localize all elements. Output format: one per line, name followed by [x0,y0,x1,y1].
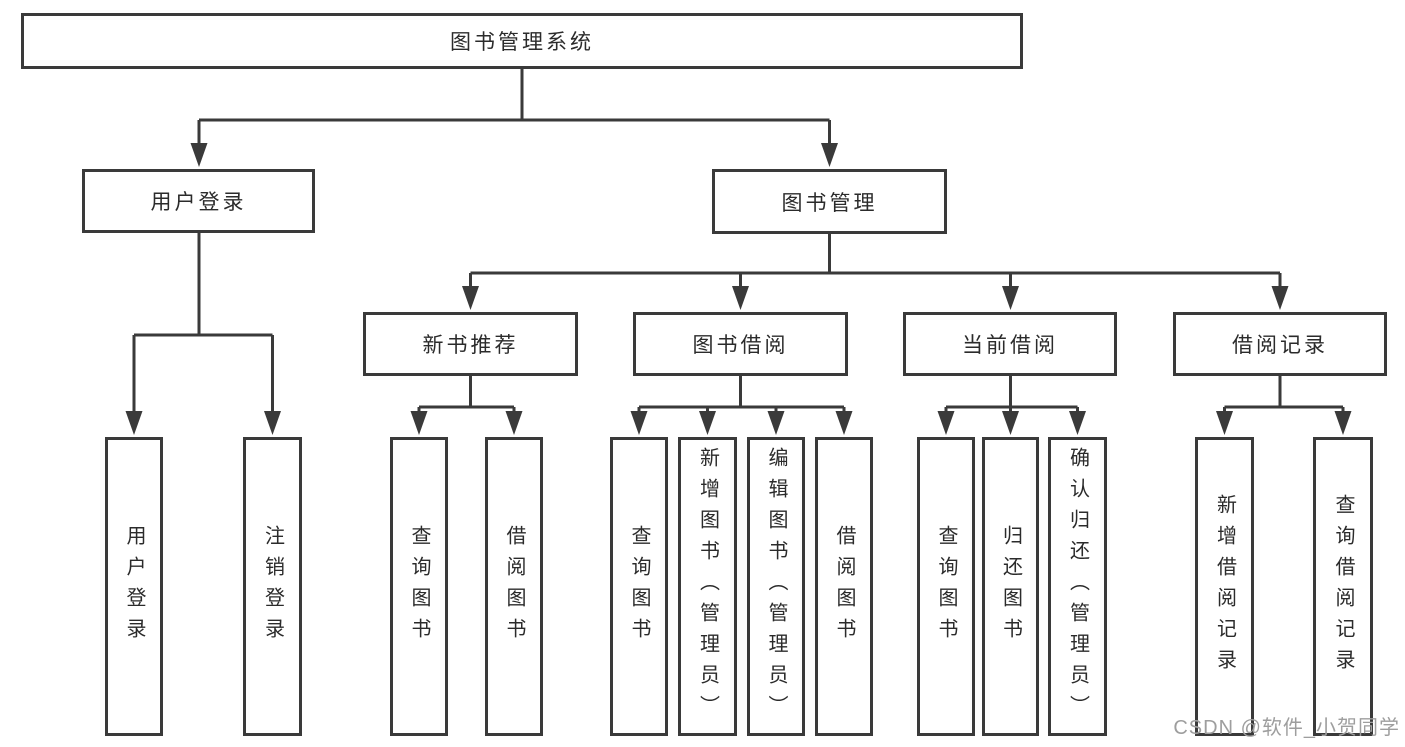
node-label: 新增借阅记录 [1213,493,1236,680]
arrow-down-icon [1216,411,1233,435]
node-borrowing-records: 借阅记录 [1173,312,1387,376]
leaf-borrow-books-borrowing: 借阅图书 [815,437,873,736]
arrow-down-icon [190,143,208,167]
node-label: 图书管理系统 [450,31,594,54]
leaf-borrow-books-recommend: 借阅图书 [485,437,543,736]
arrow-down-icon [462,286,479,310]
node-label: 用户登录 [150,191,247,214]
connector-current-to-leaves [944,376,1079,416]
node-label: 查询图书 [408,524,430,649]
arrow-down-icon [264,411,281,435]
connector-user-login-to-leaves [132,233,274,416]
arrow-down-icon [767,411,785,435]
node-label: 借阅图书 [503,524,525,649]
arrow-down-icon [1002,411,1019,435]
node-label: 查询图书 [628,524,650,649]
arrow-down-icon [125,411,143,435]
leaf-edit-books-admin: 编辑图书（管理员） [747,437,805,736]
node-label: 查询借阅记录 [1332,493,1354,680]
node-label: 借阅图书 [833,524,855,649]
arrow-down-icon [630,411,648,435]
arrow-down-icon [1002,286,1019,310]
leaf-return-books: 归还图书 [982,437,1039,736]
arrow-down-icon [1069,411,1086,435]
connector-borrowing-to-leaves [637,376,846,416]
node-book-borrowing: 图书借阅 [633,312,848,376]
leaf-query-books-current: 查询图书 [917,437,975,736]
node-label: 当前借阅 [962,334,1058,357]
arrow-down-icon [937,411,955,435]
node-system-root: 图书管理系统 [21,13,1023,69]
leaf-user-login: 用户登录 [105,437,163,736]
arrow-down-icon [1271,286,1289,310]
node-label: 图书管理 [781,191,878,215]
leaf-logout: 注销登录 [243,437,302,736]
arrow-down-icon [732,286,749,310]
arrow-down-icon [505,411,523,435]
node-label: 归还图书 [999,524,1022,649]
node-new-book-recommend: 新书推荐 [363,312,578,376]
node-label: 用户登录 [123,524,145,649]
leaf-confirm-return-admin: 确认归还（管理员） [1048,437,1107,736]
arrow-down-icon [699,411,716,435]
node-label: 注销登录 [261,524,284,649]
node-label: 新书推荐 [422,334,519,357]
arrow-down-icon [835,411,853,435]
leaf-query-books-borrowing: 查询图书 [610,437,668,736]
node-book-management: 图书管理 [712,169,947,234]
node-current-borrowing: 当前借阅 [903,312,1117,376]
node-label: 编辑图书（管理员） [765,447,787,726]
node-user-login: 用户登录 [82,169,315,233]
csdn-watermark: CSDN @软件_小贺同学 [1173,717,1400,739]
node-label: 图书借阅 [692,334,789,357]
connector-recommend-to-leaves [417,376,516,416]
leaf-query-books-recommend: 查询图书 [390,437,448,736]
arrow-down-icon [410,411,428,435]
leaf-add-borrow-record: 新增借阅记录 [1195,437,1254,736]
node-label: 借阅记录 [1232,334,1328,357]
node-label: 确认归还（管理员） [1066,447,1089,726]
connector-records-to-leaves [1223,376,1345,416]
leaf-add-books-admin: 新增图书（管理员） [678,437,737,736]
node-label: 查询图书 [935,524,957,649]
node-label: 新增图书（管理员） [696,447,719,726]
arrow-down-icon [1334,411,1352,435]
arrow-down-icon [821,143,838,167]
connector-book-mgmt-to-level3 [469,234,1282,291]
leaf-query-borrow-record: 查询借阅记录 [1313,437,1373,736]
connector-root-to-level2 [197,69,831,148]
